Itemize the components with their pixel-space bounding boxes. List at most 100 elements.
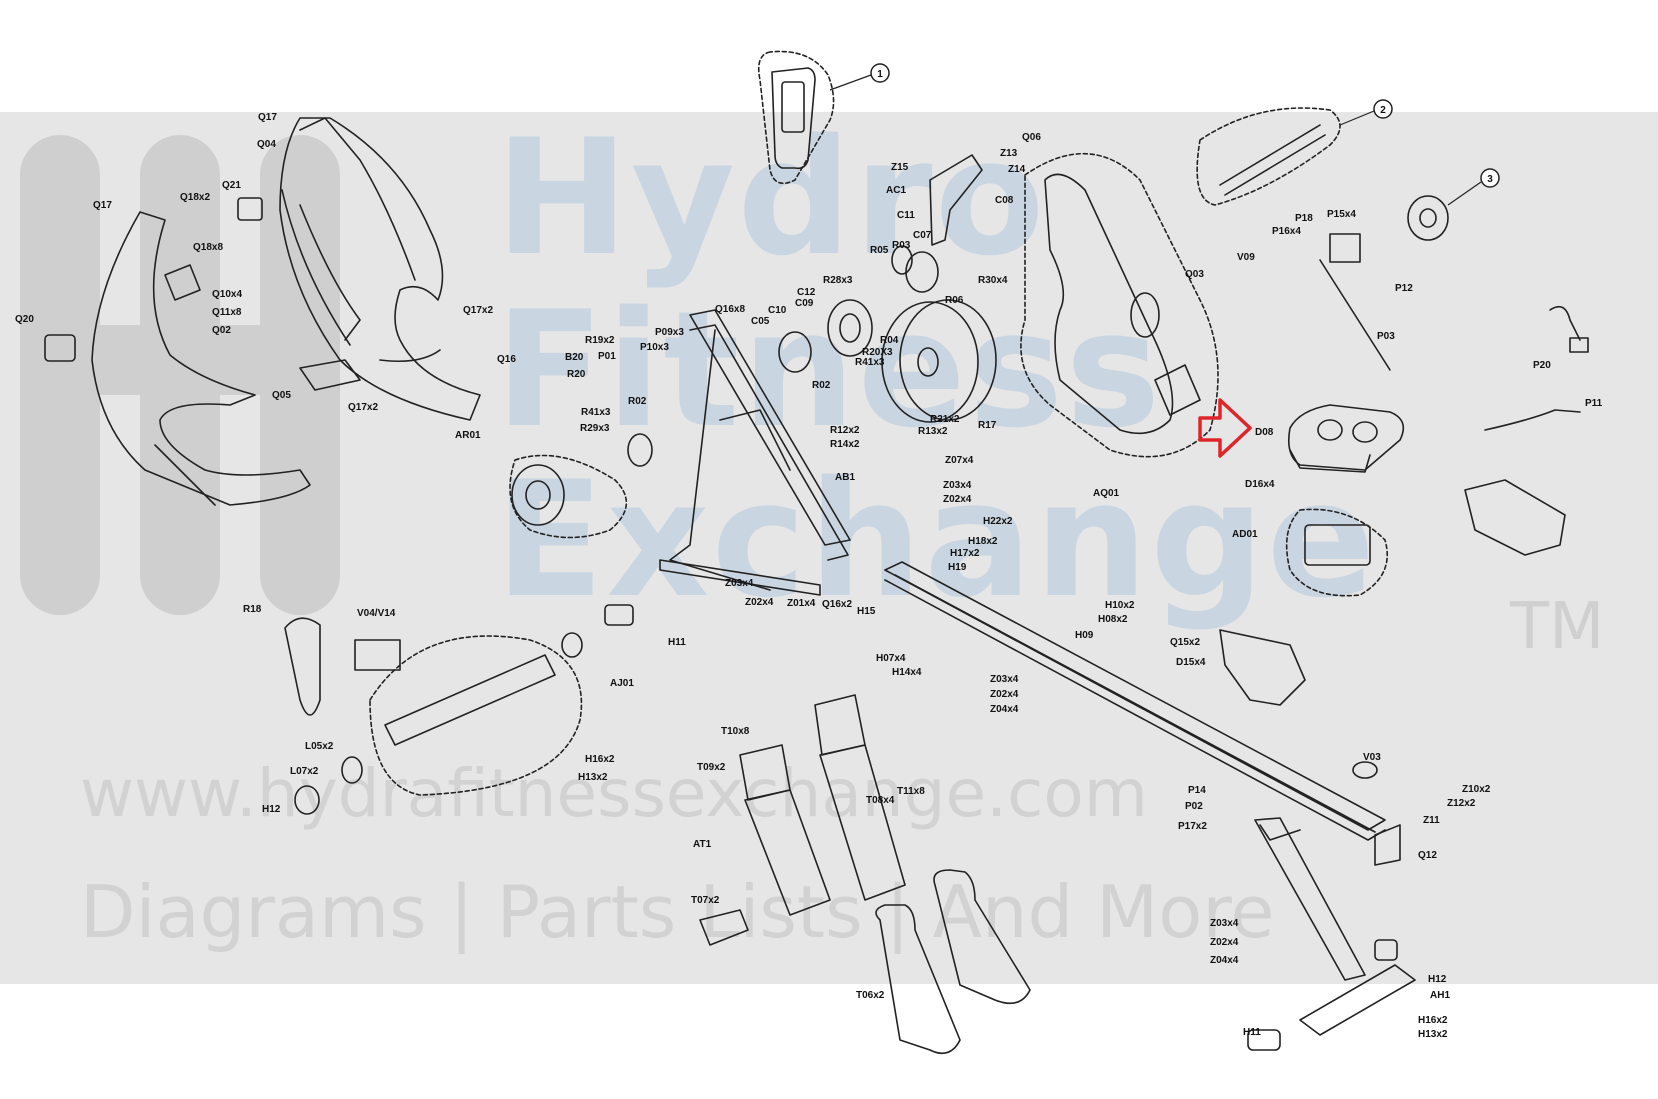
label-h14x4: H14x4 [892,667,922,678]
label-d15x4: D15x4 [1176,657,1206,668]
callout-1: 1 [829,63,890,91]
label-p14: P14 [1188,785,1206,796]
label-q17b: Q17 [93,200,112,211]
label-r05: R05 [870,245,889,256]
carriage-ad01 [1285,508,1389,597]
label-z02x4c: Z02x4 [990,689,1019,700]
label-q10x4: Q10x4 [212,289,242,300]
label-r20: R20 [567,369,586,380]
label-z03x4b: Z03x4 [725,578,754,589]
label-z03x4d: Z03x4 [1210,918,1239,929]
foot-h11-rear [1247,1029,1281,1051]
part-v03 [1352,761,1378,779]
label-h16x2: H16x2 [585,754,615,765]
label-z02x4: Z02x4 [943,494,972,505]
label-h13x2b: H13x2 [1418,1029,1448,1040]
label-p10x3: P10x3 [640,342,669,353]
console-assembly [757,50,835,185]
label-t11x8: T11x8 [897,786,925,797]
label-z15: Z15 [891,162,909,173]
label-h12b: H12 [1428,974,1447,985]
label-h11: H11 [668,637,686,648]
rod-p03 [1319,259,1391,371]
foot-strap-left [875,904,961,1055]
label-ar01: AR01 [455,430,481,441]
label-h18x2: H18x2 [968,536,998,547]
label-h16x2b: H16x2 [1418,1015,1448,1026]
foot-h11 [604,604,634,626]
label-p18: P18 [1295,213,1313,224]
label-r18: R18 [243,604,262,615]
handle-assembly [1196,107,1341,206]
label-z13: Z13 [1000,148,1018,159]
label-h09: H09 [1075,630,1094,641]
part-q20 [44,334,76,362]
stabilizer-aj01 [369,635,583,796]
label-h13x2: H13x2 [578,772,608,783]
label-z02x4d: Z02x4 [1210,937,1239,948]
label-r02: R02 [812,380,831,391]
part-q05 [299,359,361,391]
label-r41x3b: R41x3 [581,407,611,418]
label-t10x8: T10x8 [721,726,750,737]
label-q05: Q05 [272,390,291,401]
label-r21x2: R21x2 [930,414,960,425]
label-q16: Q16 [497,354,516,365]
label-c12: C12 [797,287,816,298]
label-q12: Q12 [1418,850,1437,861]
pulley-r04 [827,299,873,357]
label-c05: C05 [751,316,770,327]
label-aq01: AQ01 [1093,488,1120,499]
label-z03x4: Z03x4 [943,480,972,491]
part-labels: Q17 Q04 Q21 Q18x2 Q17 Q18x8 Q10x4 Q11x8 … [15,112,1603,1040]
label-h07x4: H07x4 [876,653,906,664]
label-h22x2: H22x2 [983,516,1013,527]
label-z07x4: Z07x4 [945,455,974,466]
front-shroud [91,117,481,506]
label-t08x4: T08x4 [866,795,895,806]
watermark-url: www.hydrafitnessexchange.com [80,755,1149,832]
label-q17x2: Q17x2 [463,305,493,316]
label-l05x2: L05x2 [305,741,334,752]
label-q16x2: Q16x2 [822,599,852,610]
label-z12x2: Z12x2 [1447,798,1476,809]
label-p11: P11 [1585,398,1603,409]
callout-2-label: 2 [1380,105,1386,116]
watermark-word-1: Hydro [495,104,1047,291]
label-p01: P01 [598,351,616,362]
label-r06: R06 [945,295,964,306]
label-z10x2: Z10x2 [1462,784,1491,795]
label-r14x2: R14x2 [830,439,860,450]
part-q15 [1219,629,1306,706]
label-q21: Q21 [222,180,241,191]
label-p16x4: P16x4 [1272,226,1301,237]
label-l07x2: L07x2 [290,766,319,777]
label-h17x2: H17x2 [950,548,980,559]
label-v03: V03 [1363,752,1381,763]
label-r12x2: R12x2 [830,425,860,436]
label-z04x4d: Z04x4 [1210,955,1239,966]
part-callout-3 [1407,195,1449,241]
label-z01x4: Z01x4 [787,598,816,609]
label-d08: D08 [1255,427,1274,438]
callout-2: 2 [1339,99,1393,126]
label-z03x4c: Z03x4 [990,674,1019,685]
decal-v04 [354,639,401,671]
part-q21 [237,197,263,221]
label-p02: P02 [1185,801,1203,812]
label-z11: Z11 [1423,815,1440,826]
label-q03: Q03 [1185,269,1204,280]
label-p20: P20 [1533,360,1551,371]
label-p15x4: P15x4 [1327,209,1356,220]
label-c08: C08 [995,195,1014,206]
cable-p20 [1549,305,1581,341]
label-z04x4: Z04x4 [990,704,1019,715]
watermark-word-3: Exchange [495,446,1378,633]
footrest-left [739,744,831,916]
pulley-r05 [905,251,939,293]
wheel-h12 [294,785,320,815]
assembly-ar01 [509,454,628,539]
label-h19: H19 [948,562,967,573]
